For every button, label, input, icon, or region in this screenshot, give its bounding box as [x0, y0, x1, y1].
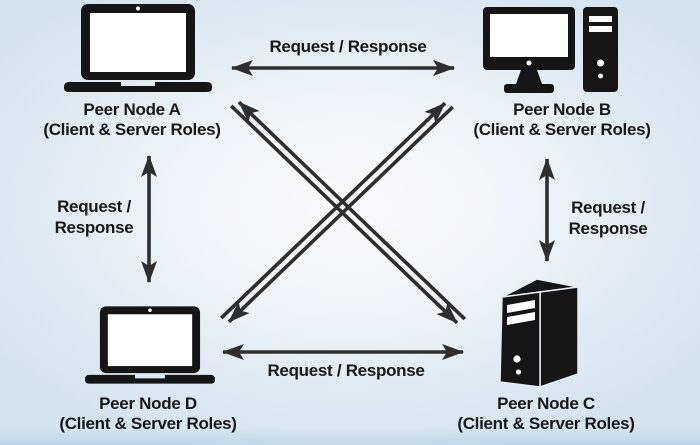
node-d-role: (Client & Server Roles) — [59, 414, 237, 433]
edge-label-b-c: Request / Response — [556, 197, 660, 239]
edge-label-b-c-line2: Response — [568, 219, 648, 238]
server-tower-icon — [499, 278, 579, 388]
edge-label-a-b: Request / Response — [269, 37, 427, 56]
arrow-a-to-c — [229, 104, 459, 325]
edge-label-b-c-line1: Request / — [571, 198, 645, 217]
node-c-label: Peer Node C — [497, 394, 595, 413]
edge-label-a-d-line1: Request / — [57, 197, 131, 216]
edge-label-a-d: Request / Response — [42, 196, 146, 238]
arrow-c-to-a — [237, 100, 467, 321]
edge-label-a-d-line2: Response — [54, 218, 134, 237]
arrow-d-to-b — [219, 101, 447, 320]
laptop-icon — [64, 4, 212, 92]
node-c-role: (Client & Server Roles) — [457, 414, 635, 433]
laptop-icon — [85, 306, 215, 384]
arrow-b-to-d — [227, 105, 455, 324]
node-b-label: Peer Node B — [513, 100, 611, 119]
node-d-label: Peer Node D — [99, 394, 197, 413]
desktop-computer-icon — [483, 7, 618, 93]
node-b-role: (Client & Server Roles) — [473, 120, 651, 139]
edge-label-d-c: Request / Response — [267, 361, 425, 380]
node-a-label: Peer Node A — [83, 100, 181, 119]
node-a-role: (Client & Server Roles) — [43, 120, 221, 139]
